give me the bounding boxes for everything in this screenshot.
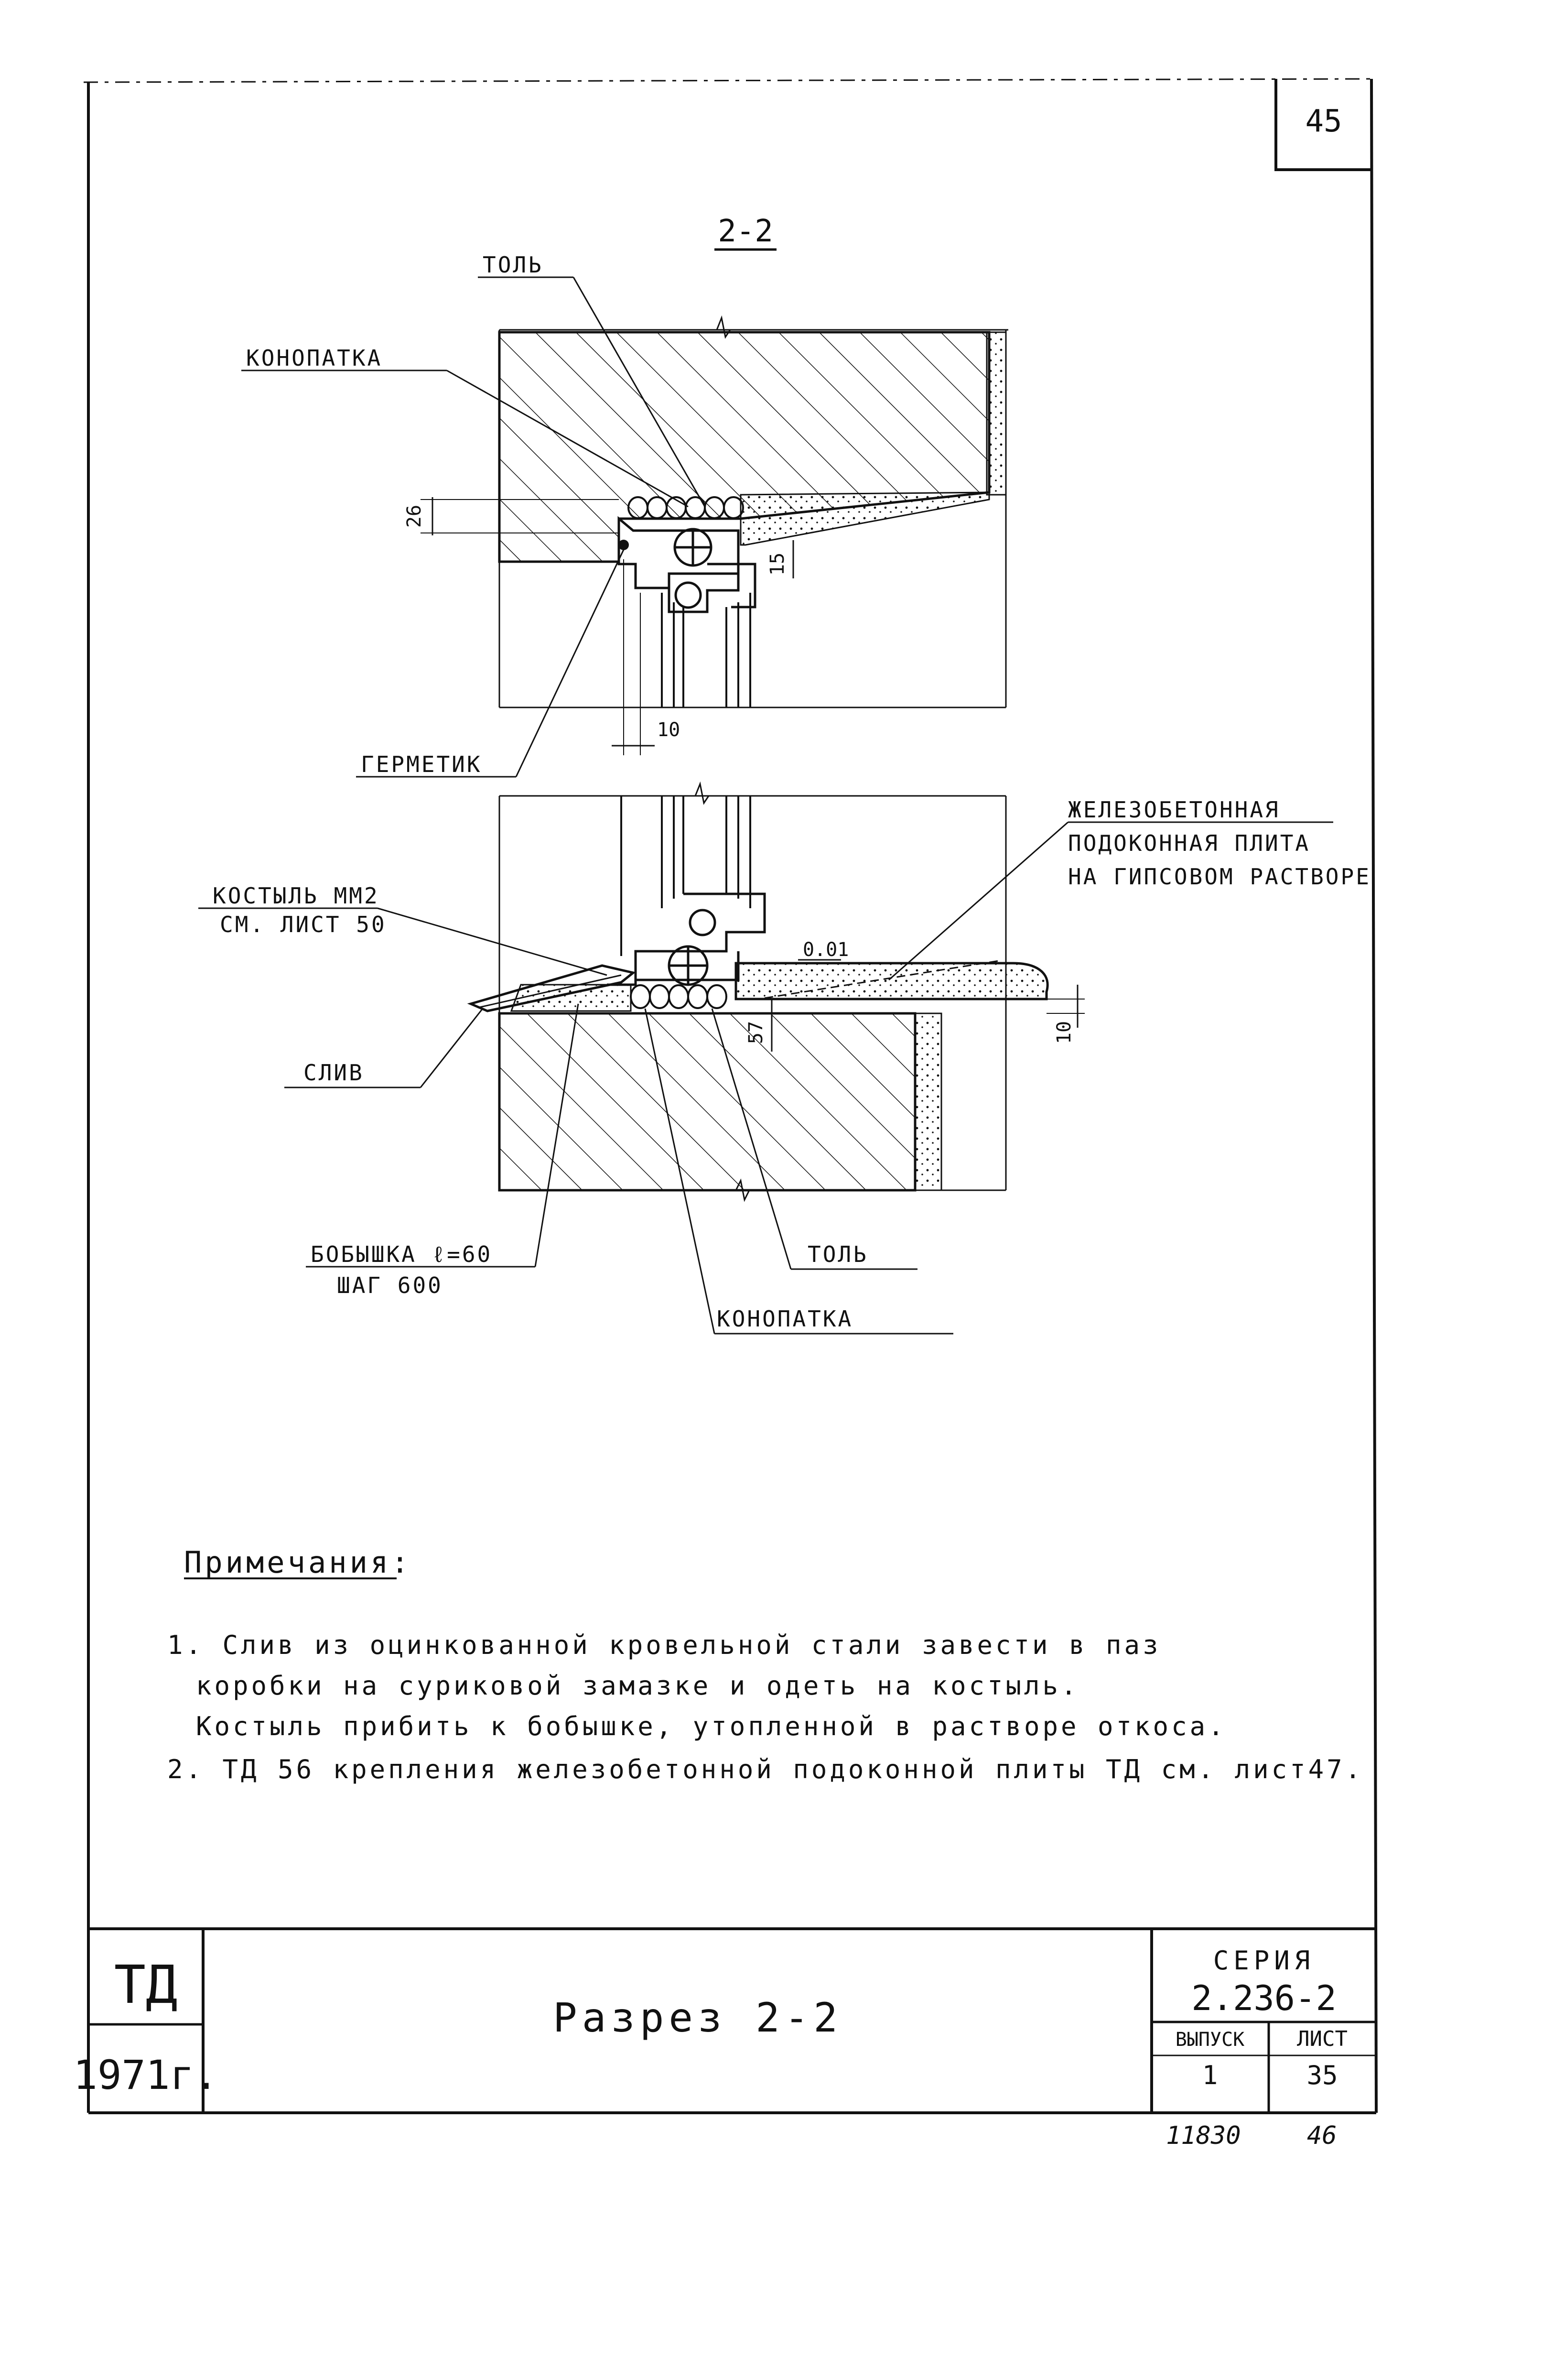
sill-slab	[734, 962, 1049, 1000]
note-line-1: 1. Слив из оцинкованной кровельной стали…	[167, 1630, 1161, 1660]
issue-label: ВЫПУСК	[1176, 2029, 1245, 2051]
sheet-frame	[83, 78, 1378, 2114]
dim-26: 26	[403, 497, 619, 535]
dim-15: 15	[766, 540, 794, 578]
dim-57-value: 57	[745, 1021, 767, 1044]
handwritten-marks: 11830 46	[1166, 2121, 1337, 2150]
mortar-bed	[510, 984, 632, 1012]
issue-value: 1	[1202, 2060, 1218, 2090]
sheet-label: ЛИСТ	[1297, 2027, 1348, 2051]
notes: Примечания: 1. Слив из оцинкованной кров…	[167, 1545, 1363, 1784]
notes-heading: Примечания:	[184, 1545, 412, 1580]
label-tol-top-text: ТОЛЬ	[483, 252, 543, 278]
label-konopatka-bottom-text: КОНОПАТКА	[717, 1306, 853, 1332]
section-title-group: 2-2	[714, 214, 777, 251]
sheet-number-box: 45	[1274, 79, 1371, 171]
label-sliv-text: СЛИВ	[303, 1060, 364, 1086]
label-germetik-text: ГЕРМЕТИК	[361, 751, 482, 777]
dim-15-value: 15	[766, 553, 788, 576]
note-line-2: коробки на суриковой замазке и одеть на …	[196, 1671, 1079, 1701]
label-germetik: ГЕРМЕТИК	[356, 549, 625, 778]
label-bobyshka: БОБЫШКА ℓ=60 ШАГ 600	[306, 1003, 579, 1298]
window-frame-top	[617, 516, 756, 613]
lower-plaster	[914, 1012, 942, 1191]
glazing-lines-top	[661, 593, 751, 707]
glazing-lines-bottom	[620, 796, 751, 956]
handwritten-num: 46	[1307, 2121, 1337, 2150]
dim-slope-value: 0.01	[803, 939, 849, 961]
top-detail	[498, 315, 1008, 708]
dim-slope: 0.01	[798, 939, 849, 961]
dim-57: 57	[745, 999, 773, 1052]
note-line-4: 2. ТД 56 крепления железобетонной подоко…	[167, 1754, 1363, 1784]
label-sliv: СЛИВ	[284, 1008, 484, 1088]
sealant-dot	[618, 540, 629, 550]
bottom-detail	[467, 781, 1049, 1202]
label-bobyshka-line1: БОБЫШКА ℓ=60	[311, 1241, 492, 1267]
title-block: ТД 1971г. Разрез 2-2 СЕРИЯ 2.236-2 ВЫПУС…	[73, 1927, 1376, 2113]
label-kostyl-line2: СМ. ЛИСТ 50	[220, 912, 387, 937]
section-title: 2-2	[718, 214, 773, 249]
dim-26-value: 26	[403, 505, 425, 528]
drip-flashing	[467, 964, 636, 1012]
dim-10-right-value: 10	[1053, 1021, 1075, 1044]
label-konopatka-top: КОНОПАТКА	[241, 345, 689, 508]
sheet-value: 35	[1306, 2060, 1338, 2090]
dim-10-top: 10	[612, 559, 680, 755]
dim-10-top-value: 10	[657, 719, 680, 741]
label-tol-bottom-text: ТОЛЬ	[808, 1241, 868, 1267]
label-bobyshka-line2: ШАГ 600	[337, 1272, 443, 1298]
label-konopatka-top-text: КОНОПАТКА	[246, 345, 382, 371]
dim-10-right: 10	[1047, 985, 1085, 1044]
caulking-loops-bottom	[630, 984, 727, 1009]
label-tol-bottom: ТОЛЬ	[711, 1008, 917, 1270]
mortar-wedge	[740, 491, 990, 546]
series-value: 2.236-2	[1191, 1978, 1336, 2018]
label-plate-line1: ЖЕЛЕЗОБЕТОННАЯ	[1068, 797, 1280, 823]
plaster-strip	[986, 331, 1007, 496]
label-plate-line3: НА ГИПСОВОМ РАСТВОРЕ	[1068, 864, 1371, 890]
label-plate: ЖЕЛЕЗОБЕТОННАЯ ПОДОКОННАЯ ПЛИТА НА ГИПСО…	[888, 797, 1371, 981]
handwritten-code: 11830	[1166, 2121, 1241, 2150]
label-kostyl: КОСТЫЛЬ ММ2 СМ. ЛИСТ 50	[198, 883, 607, 976]
series-label: СЕРИЯ	[1213, 1945, 1315, 1976]
caulking-loops-top	[627, 496, 744, 519]
drawing-title: Разрез 2-2	[553, 1994, 842, 2041]
label-kostyl-line1: КОСТЫЛЬ ММ2	[213, 883, 379, 909]
label-tol-top: ТОЛЬ	[478, 252, 706, 507]
year-stamp: 1971г.	[73, 2052, 218, 2098]
note-line-3: Костыль прибить к бобышке, утопленной в …	[196, 1711, 1227, 1741]
org-stamp: ТД	[114, 1954, 177, 2015]
label-plate-line2: ПОДОКОННАЯ ПЛИТА	[1068, 830, 1310, 856]
sheet-number: 45	[1305, 104, 1342, 139]
label-konopatka-bottom: КОНОПАТКА	[644, 1008, 953, 1335]
